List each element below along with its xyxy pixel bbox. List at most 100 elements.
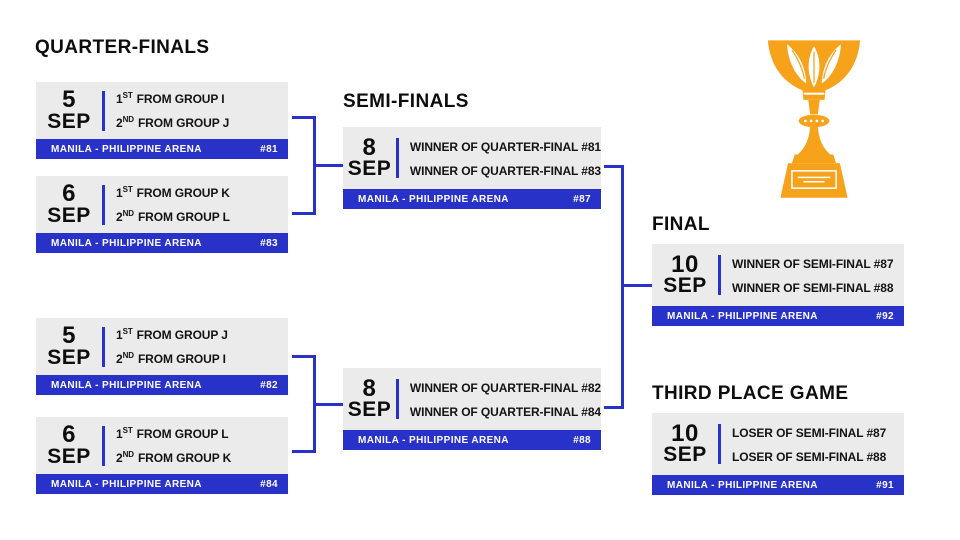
- team-text: 2: [116, 210, 123, 224]
- match-venue-bar: MANILA - PHILIPPINE ARENA #82: [36, 375, 288, 395]
- venue-label: MANILA - PHILIPPINE ARENA: [667, 310, 818, 322]
- team-text: LOSER OF SEMI-FINAL #87: [732, 425, 887, 440]
- team-text: 2: [116, 451, 123, 465]
- match-card-third-place-91: 10 SEP LOSER OF SEMI-FINAL #87 LOSER OF …: [652, 413, 904, 495]
- connector-line: [621, 165, 624, 409]
- venue-label: MANILA - PHILIPPINE ARENA: [358, 193, 509, 205]
- match-info: 8 SEP WINNER OF QUARTER-FINAL #82 WINNER…: [343, 368, 601, 430]
- date-divider: [395, 379, 399, 419]
- match-month: SEP: [47, 345, 91, 369]
- match-day: 5: [62, 322, 76, 350]
- date-divider: [102, 184, 105, 225]
- team-text: 2: [116, 116, 123, 130]
- match-month: SEP: [663, 274, 707, 298]
- date-divider: [395, 138, 399, 178]
- match-date: 8 SEP: [343, 133, 396, 179]
- connector-line: [292, 355, 316, 358]
- match-card-semi-final-88: 8 SEP WINNER OF QUARTER-FINAL #82 WINNER…: [343, 368, 601, 450]
- team-text: FROM GROUP I: [136, 92, 225, 106]
- team-line-1: LOSER OF SEMI-FINAL #87: [732, 425, 886, 440]
- team-text: 1: [116, 328, 123, 342]
- match-month: SEP: [663, 443, 707, 467]
- match-date: 5 SEP: [36, 322, 102, 369]
- connector-line: [604, 406, 624, 409]
- ordinal-suffix: ST: [122, 327, 133, 336]
- game-number: #81: [260, 143, 278, 155]
- ordinal-suffix: ST: [122, 185, 133, 194]
- connector-line: [313, 403, 343, 406]
- team-text: FROM GROUP L: [137, 210, 230, 224]
- match-venue-bar: MANILA - PHILIPPINE ARENA #91: [652, 475, 904, 495]
- match-venue-bar: MANILA - PHILIPPINE ARENA #88: [343, 430, 601, 450]
- game-number: #91: [876, 479, 894, 491]
- match-day: 8: [362, 133, 377, 161]
- match-date: 8 SEP: [343, 374, 396, 420]
- venue-label: MANILA - PHILIPPINE ARENA: [51, 143, 202, 155]
- date-divider: [718, 424, 721, 464]
- team-text: WINNER OF QUARTER-FINAL #84: [409, 404, 601, 419]
- game-number: #82: [260, 379, 278, 391]
- game-number: #92: [876, 310, 894, 322]
- section-title-semi-finals: SEMI-FINALS: [343, 91, 469, 112]
- section-title-final: FINAL: [652, 214, 710, 235]
- match-month: SEP: [47, 109, 91, 133]
- section-title-quarter-finals: QUARTER-FINALS: [35, 37, 210, 58]
- team-line-2: WINNER OF SEMI-FINAL #88: [732, 280, 894, 295]
- connector-line: [292, 450, 316, 453]
- match-day: 6: [62, 180, 76, 208]
- match-month: SEP: [47, 444, 91, 468]
- match-venue-bar: MANILA - PHILIPPINE ARENA #92: [652, 306, 904, 326]
- team-text: WINNER OF QUARTER-FINAL #82: [409, 380, 601, 395]
- team-line-1: WINNER OF QUARTER-FINAL #82: [410, 380, 601, 395]
- team-text: WINNER OF QUARTER-FINAL #83: [409, 163, 601, 178]
- team-text: FROM GROUP J: [137, 116, 230, 130]
- venue-label: MANILA - PHILIPPINE ARENA: [51, 379, 202, 391]
- match-venue-bar: MANILA - PHILIPPINE ARENA #83: [36, 233, 288, 253]
- match-venue-bar: MANILA - PHILIPPINE ARENA #87: [343, 189, 601, 209]
- ordinal-suffix: ND: [122, 115, 134, 124]
- match-day: 6: [62, 421, 76, 449]
- team-line-2: WINNER OF QUARTER-FINAL #83: [410, 163, 601, 178]
- world-cup-trophy-icon: [766, 40, 862, 200]
- match-day: 8: [362, 374, 377, 402]
- game-number: #87: [573, 193, 591, 205]
- match-day: 10: [671, 419, 699, 447]
- team-text: FROM GROUP J: [136, 328, 228, 342]
- match-info: 8 SEP WINNER OF QUARTER-FINAL #81 WINNER…: [343, 127, 601, 189]
- game-number: #84: [260, 478, 278, 490]
- date-divider: [718, 255, 721, 295]
- date-divider: [102, 425, 105, 466]
- team-text: 2: [116, 352, 123, 366]
- ordinal-suffix: ND: [122, 209, 134, 218]
- ordinal-suffix: ND: [122, 351, 134, 360]
- match-teams: WINNER OF SEMI-FINAL #87 WINNER OF SEMI-…: [732, 256, 894, 295]
- team-text: 1: [116, 92, 123, 106]
- section-title-third-place: THIRD PLACE GAME: [652, 383, 849, 404]
- team-text: FROM GROUP K: [137, 451, 232, 465]
- match-month: SEP: [47, 203, 91, 227]
- team-text: FROM GROUP L: [136, 427, 229, 441]
- ordinal-suffix: ND: [122, 450, 134, 459]
- venue-label: MANILA - PHILIPPINE ARENA: [667, 479, 818, 491]
- venue-label: MANILA - PHILIPPINE ARENA: [51, 478, 202, 490]
- venue-label: MANILA - PHILIPPINE ARENA: [51, 237, 202, 249]
- connector-line: [604, 165, 624, 168]
- team-line-1: WINNER OF SEMI-FINAL #87: [732, 256, 894, 271]
- date-divider: [102, 326, 105, 367]
- connector-line: [292, 116, 316, 119]
- connector-line: [621, 284, 652, 287]
